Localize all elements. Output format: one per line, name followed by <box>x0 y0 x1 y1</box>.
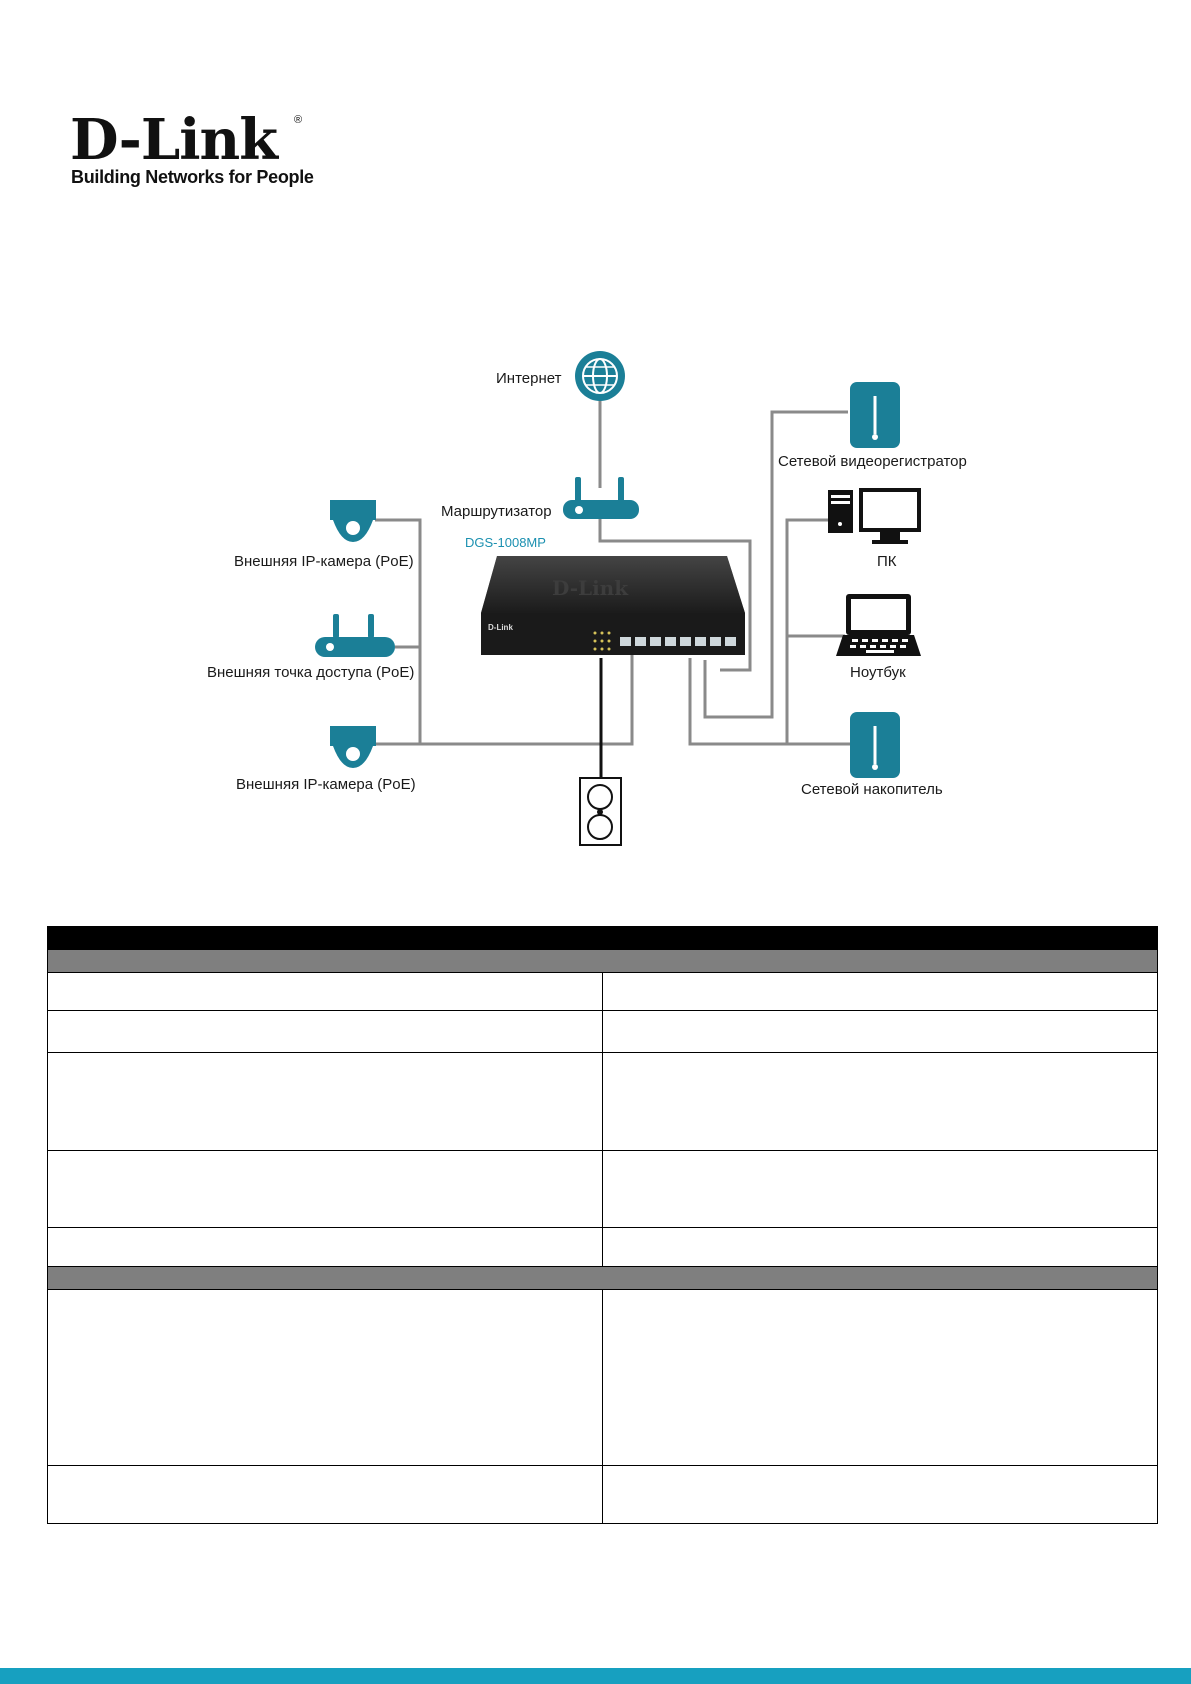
logo-registered-mark: ® <box>294 114 303 126</box>
table-header-bar <box>47 926 1158 950</box>
table-cell-label <box>47 1052 603 1151</box>
table-section-bar <box>47 949 1158 973</box>
table-cell-label <box>47 1289 603 1466</box>
pc-icon <box>828 488 921 544</box>
cables <box>375 400 852 746</box>
switch-front-logo: D-Link <box>488 623 513 632</box>
logo-tagline: Building Networks for People <box>71 167 314 187</box>
footer-accent-bar <box>0 1668 1191 1684</box>
table-cell-value <box>602 1010 1158 1053</box>
nas-icon <box>850 712 900 778</box>
router-icon <box>563 477 639 519</box>
table-cell-label <box>47 1465 603 1524</box>
table-row <box>47 1465 1158 1524</box>
spec-table <box>47 926 1158 1524</box>
table-cell-value <box>602 1150 1158 1228</box>
network-diagram: Интернет Маршрутизатор DGS-1008MP D-Link… <box>207 351 967 846</box>
label-camera-bottom: Внешняя IP-камера (PoE) <box>236 776 416 793</box>
table-header-cell <box>47 926 1158 950</box>
label-router: Маршрутизатор <box>441 503 552 520</box>
label-nvr: Сетевой видеорегистратор <box>778 453 967 470</box>
label-camera-top: Внешняя IP-камера (PoE) <box>234 553 414 570</box>
table-row <box>47 1150 1158 1228</box>
ip-camera-bottom-icon <box>330 726 376 768</box>
table-row <box>47 1227 1158 1267</box>
table-cell-label <box>47 972 603 1011</box>
table-section-title <box>47 949 1158 973</box>
table-cell-label <box>47 1227 603 1267</box>
ip-camera-top-icon <box>330 500 376 542</box>
table-row <box>47 972 1158 1011</box>
globe-icon <box>575 351 625 401</box>
table-row <box>47 1289 1158 1466</box>
switch-model: DGS-1008MP <box>465 535 546 550</box>
laptop-icon <box>836 594 921 656</box>
table-cell-value <box>602 972 1158 1011</box>
dlink-logo: D-Link ® Building Networks for People <box>70 107 314 192</box>
label-nas: Сетевой накопитель <box>801 781 943 798</box>
power-outlet-icon <box>579 777 622 846</box>
table-row <box>47 1010 1158 1053</box>
table-cell-value <box>602 1227 1158 1267</box>
nvr-icon <box>850 382 900 448</box>
logo-wordmark: D-Link <box>70 107 278 173</box>
table-cell-value <box>602 1465 1158 1524</box>
label-laptop: Ноутбук <box>850 664 906 681</box>
switch-icon: D-Link D-Link <box>481 556 745 655</box>
label-pc: ПК <box>877 553 897 570</box>
access-point-icon <box>315 614 395 657</box>
table-section-bar <box>47 1266 1158 1290</box>
label-access-point: Внешняя точка доступа (PoE) <box>207 664 414 681</box>
table-row <box>47 1052 1158 1151</box>
table-cell-label <box>47 1010 603 1053</box>
table-section-title <box>47 1266 1158 1290</box>
table-cell-value <box>602 1052 1158 1151</box>
label-internet: Интернет <box>496 370 562 387</box>
table-cell-label <box>47 1150 603 1228</box>
table-cell-value <box>602 1289 1158 1466</box>
switch-top-logo: D-Link <box>552 576 629 600</box>
